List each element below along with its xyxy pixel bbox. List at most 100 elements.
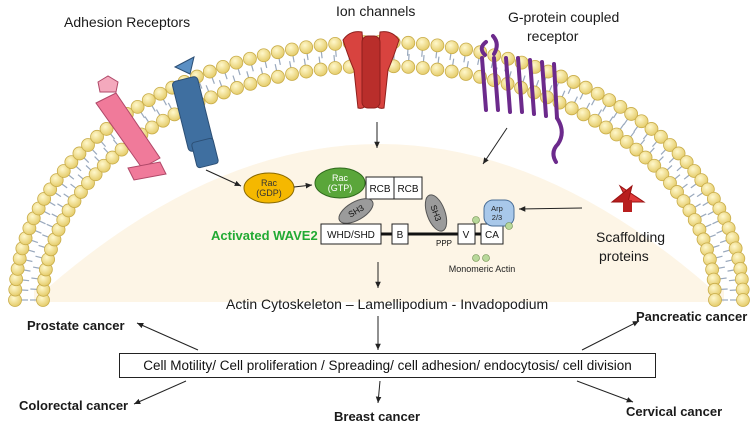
lipid-tail <box>642 133 648 140</box>
lipid-head <box>243 76 258 91</box>
lipid-head <box>599 120 613 135</box>
lipid-tail <box>198 82 203 89</box>
lipid-tail <box>94 156 100 162</box>
lipid-head <box>204 90 218 105</box>
lipid-tail <box>38 244 45 248</box>
lipid-tail <box>700 213 707 218</box>
lipid-tail <box>435 51 438 59</box>
lipid-tail <box>144 116 150 123</box>
lipid-head <box>299 40 314 55</box>
sh3-domain-right: SH3 <box>424 194 448 232</box>
lipid-tail <box>289 61 292 68</box>
lipid-tail <box>716 255 723 259</box>
lipid-tail <box>23 269 31 272</box>
actin-monomer <box>505 222 513 230</box>
lipid-tail <box>278 58 281 66</box>
lipid-tail <box>658 156 664 162</box>
lipid-head <box>114 142 129 157</box>
lipid-tail <box>466 61 469 68</box>
lipid-head <box>566 75 581 89</box>
lipid-head <box>459 42 474 57</box>
lipid-head <box>655 167 670 182</box>
lipid-tail <box>602 105 607 112</box>
lipid-tail <box>162 99 167 106</box>
lipid-head <box>736 293 750 307</box>
lipid-tail <box>716 230 723 234</box>
lipid-head <box>229 55 244 70</box>
svg-text:(GDP): (GDP) <box>256 188 282 198</box>
lipid-tail <box>31 239 39 244</box>
lipid-tail <box>151 105 156 112</box>
lipid-head <box>99 122 114 136</box>
lipid-head <box>105 150 120 165</box>
svg-text:B: B <box>397 230 404 241</box>
lipid-head <box>153 86 168 101</box>
sh3-domain-left: SH3 <box>338 198 374 224</box>
lipid-tail <box>712 220 719 225</box>
g-protein-coupled-receptor <box>479 34 564 164</box>
lipid-tail <box>728 279 736 282</box>
lipid-tail <box>437 56 440 64</box>
lipid-tail <box>320 51 323 59</box>
lipid-tail <box>85 165 92 171</box>
adhesion-receptor-pink <box>95 75 167 181</box>
lipid-tail <box>574 96 578 103</box>
lipid-tail <box>719 239 727 244</box>
lipid-head <box>285 67 299 81</box>
lipid-tail <box>477 58 480 66</box>
lipid-head <box>634 114 649 129</box>
lipid-head <box>638 150 653 165</box>
lipid-tail <box>707 211 714 216</box>
lipid-tail <box>61 183 68 189</box>
lipid-head <box>271 69 285 84</box>
lipid-head <box>459 67 473 81</box>
lipid-tail <box>586 102 591 109</box>
svg-text:2/3: 2/3 <box>492 213 502 222</box>
lipid-head <box>243 51 257 66</box>
lipid-tail <box>83 157 90 163</box>
cytoplasm <box>34 144 724 300</box>
lipid-tail <box>452 58 455 66</box>
lipid-head <box>88 167 103 182</box>
lipid-tail <box>205 85 210 92</box>
lipid-head <box>613 99 628 114</box>
lipid-tail <box>702 201 709 207</box>
lipid-tail <box>713 244 720 248</box>
lipid-tail <box>44 211 51 216</box>
lipid-head <box>576 107 591 122</box>
breast-cancer-label: Breast cancer <box>334 409 420 424</box>
lipid-tail <box>22 279 30 282</box>
lipid-tail <box>608 116 614 123</box>
svg-text:WHD/SHD: WHD/SHD <box>327 230 375 241</box>
lipid-head <box>284 42 299 57</box>
lipid-tail <box>246 71 250 78</box>
activated-wave2-label: Activated WAVE2 <box>211 228 318 243</box>
lipid-tail <box>237 68 241 76</box>
lipid-tail <box>548 85 553 92</box>
lipid-head <box>156 113 170 128</box>
lipid-head <box>430 62 445 77</box>
lipid-tail <box>57 203 64 208</box>
lipid-head <box>708 293 722 307</box>
lipid-bilayer-membrane <box>8 35 750 307</box>
lipid-head <box>81 176 95 190</box>
cytoplasm-lower <box>34 290 724 302</box>
svg-text:Rac: Rac <box>332 173 349 183</box>
monomeric-actin-label: Monomeric Actin <box>449 264 516 274</box>
lipid-tail <box>705 223 712 228</box>
lipid-head <box>430 38 445 53</box>
lipid-tail <box>612 112 618 119</box>
lipid-head <box>609 127 624 142</box>
lipid-head <box>141 93 156 108</box>
lipid-head <box>629 142 644 157</box>
lipid-tail <box>232 75 236 82</box>
actin-cytoskeleton-label: Actin Cytoskeleton – Lamellipodium - Inv… <box>226 296 549 312</box>
lipid-head <box>216 85 231 100</box>
lipid-head <box>328 36 343 51</box>
lipid-head <box>624 107 639 121</box>
lipid-tail <box>722 249 730 253</box>
arrows <box>133 122 640 405</box>
lipid-tail <box>422 55 425 62</box>
lipid-head <box>687 164 702 178</box>
